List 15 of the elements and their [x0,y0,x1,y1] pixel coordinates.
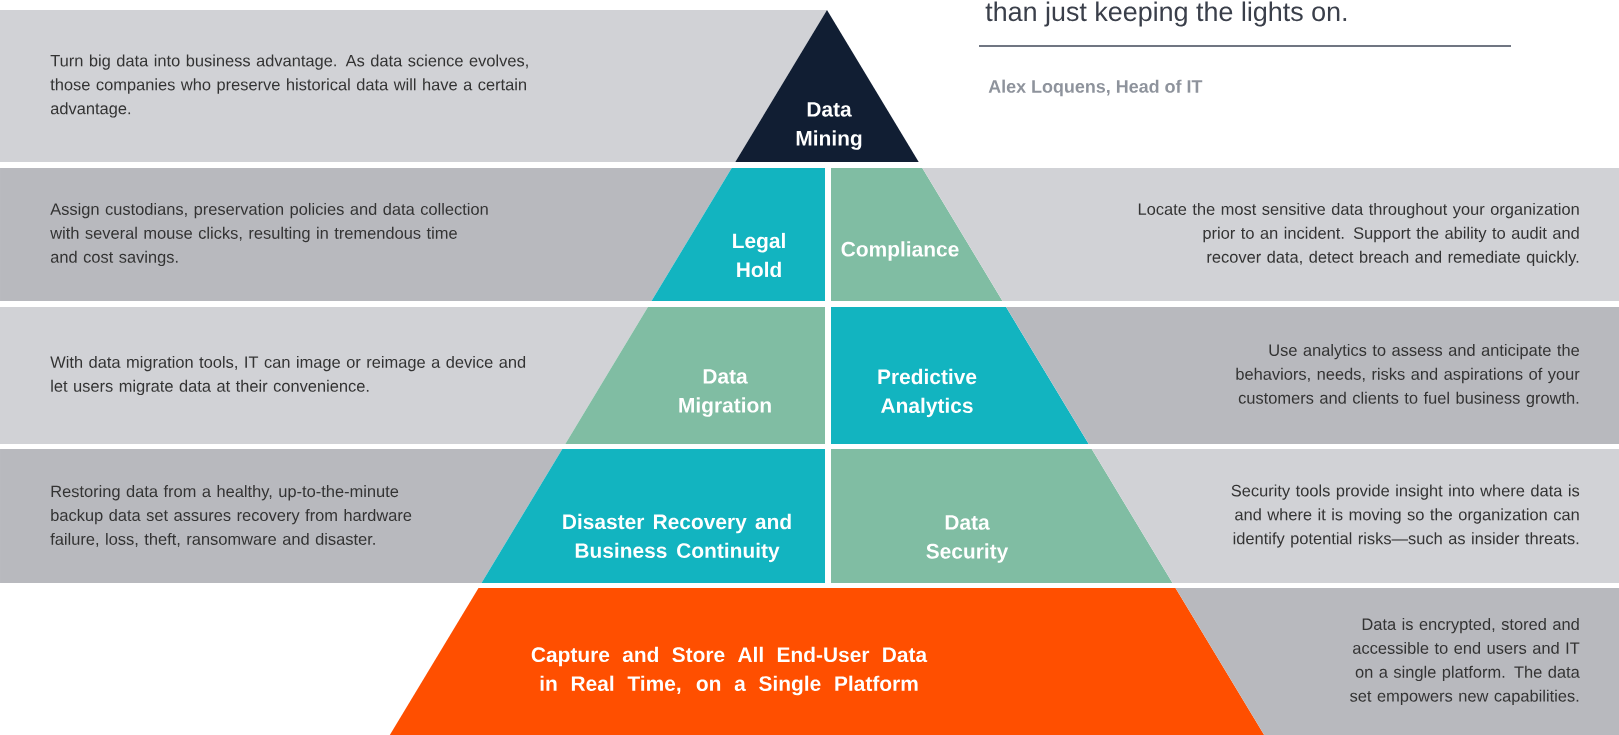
pyramid-segment: Data Security [831,449,1173,583]
description-band: Use analytics to assess and anticipate the behaviors, needs, risks and aspirations of your customers and clients to fuel business growth. [1006,307,1619,444]
attribution-text: Alex Loquens, Head of IT [988,79,1203,97]
description-band: With data migration tools, IT can image or reimage a device and let users migrate data at their convenience. [0,307,648,444]
pyramid-segment: Data Mining [735,10,919,162]
description-band: Security tools provide insight into where data is and where it is moving so the organization can identify potential risks—such as insider threats. [1091,449,1619,583]
quote-text: than just keeping the lights on. [985,1,1347,27]
description-band: Assign custodians, preservation policies and data collection with several mouse clicks, resulting in tremendous time and cost savings. [0,168,732,301]
pyramid-segment: Legal Hold [651,168,825,301]
pyramid-segment: Predictive Analytics [831,307,1089,444]
pyramid-segment: Disaster Recovery and Business Continuity [481,449,825,583]
pyramid-segment: Compliance [831,168,1003,301]
pyramid-segment: Capture and Store All End-User Data in Real Time, on a Single Platform [389,588,1265,735]
description-band: Restoring data from a healthy, up-to-the-minute backup data set assures recovery from hardware failure, loss, theft, ransomware and disaster. [0,449,563,583]
pyramid-segment: Data Migration [565,307,825,444]
